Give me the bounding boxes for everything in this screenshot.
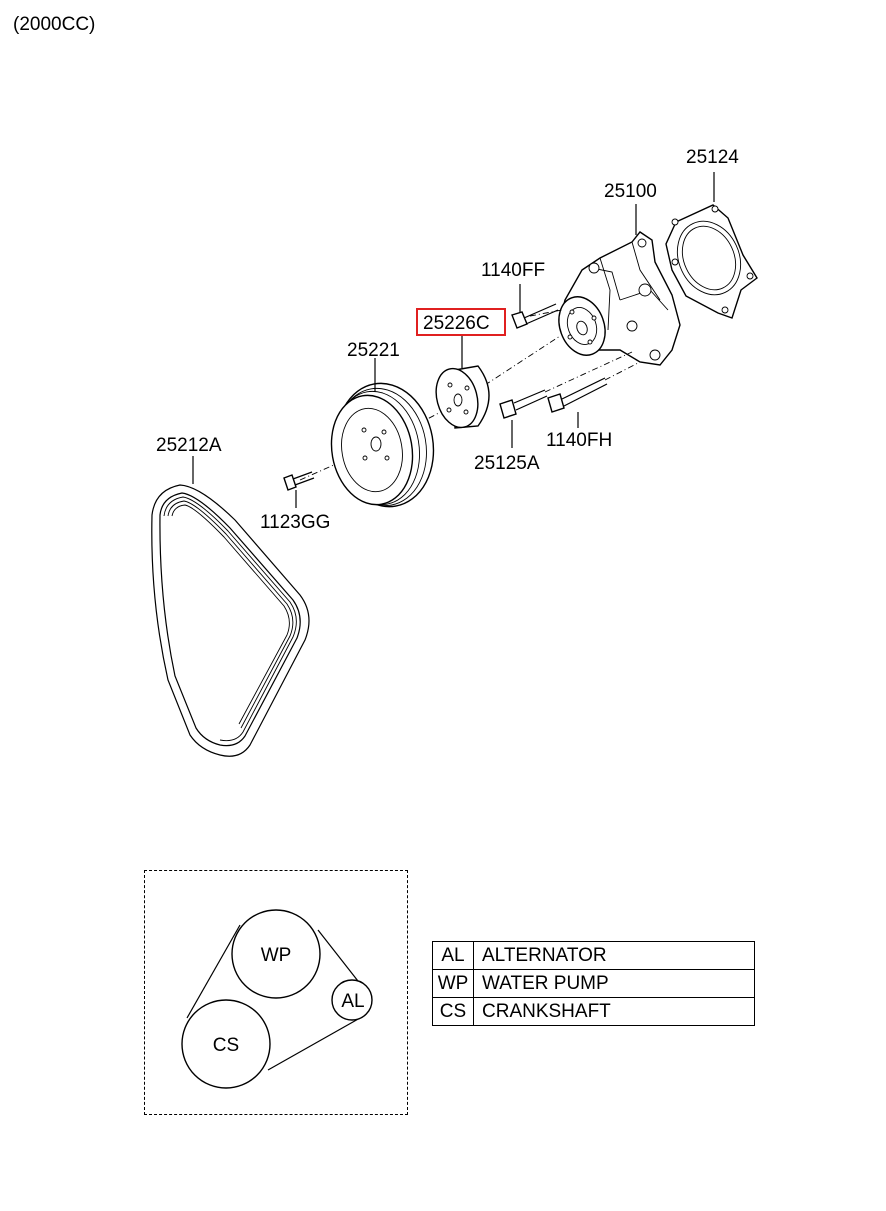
legend-code: CS (432, 997, 474, 1026)
label-25124[interactable]: 25124 (686, 147, 739, 168)
legend-code: AL (432, 941, 474, 970)
gasket-25124 (665, 204, 758, 319)
legend-desc: ALTERNATOR (473, 941, 755, 970)
cs-circle (181, 999, 271, 1089)
label-1123GG[interactable]: 1123GG (260, 512, 330, 533)
pulley-25226C (435, 365, 490, 429)
highlight-box (416, 308, 506, 336)
page-title: (2000CC) (13, 14, 96, 35)
label-25221[interactable]: 25221 (347, 340, 400, 361)
legend-code: WP (432, 969, 474, 998)
bolt-1123GG (283, 471, 315, 491)
label-25100[interactable]: 25100 (604, 181, 657, 202)
belt-25212A (151, 484, 310, 757)
legend-row: WP WATER PUMP (432, 969, 755, 998)
label-25125A[interactable]: 25125A (474, 453, 540, 474)
label-1140FH[interactable]: 1140FH (546, 430, 612, 451)
label-25226C[interactable]: 25226C (423, 313, 490, 334)
al-label: AL (341, 991, 364, 1012)
label-25212A[interactable]: 25212A (156, 435, 222, 456)
legend-desc: WATER PUMP (473, 969, 755, 998)
legend-row: CS CRANKSHAFT (432, 997, 755, 1026)
bolt-1140FH (547, 377, 608, 413)
bolt-25125A (499, 389, 548, 419)
wp-circle (231, 909, 321, 999)
belt-routing-layout: WP CS AL (181, 909, 373, 1089)
water-pump-25100 (558, 231, 681, 366)
legend-table: AL ALTERNATOR WP WATER PUMP CS CRANKSHAF… (432, 941, 755, 1026)
label-1140FF[interactable]: 1140FF (481, 260, 545, 281)
legend-row: AL ALTERNATOR (432, 941, 755, 970)
crank-pulley-25221 (330, 382, 435, 508)
bolt-1140FF (511, 303, 559, 329)
cs-label: CS (213, 1035, 239, 1056)
wp-label: WP (261, 945, 292, 966)
legend-desc: CRANKSHAFT (473, 997, 755, 1026)
belt-layout-frame (144, 870, 408, 1115)
al-circle (331, 979, 373, 1021)
